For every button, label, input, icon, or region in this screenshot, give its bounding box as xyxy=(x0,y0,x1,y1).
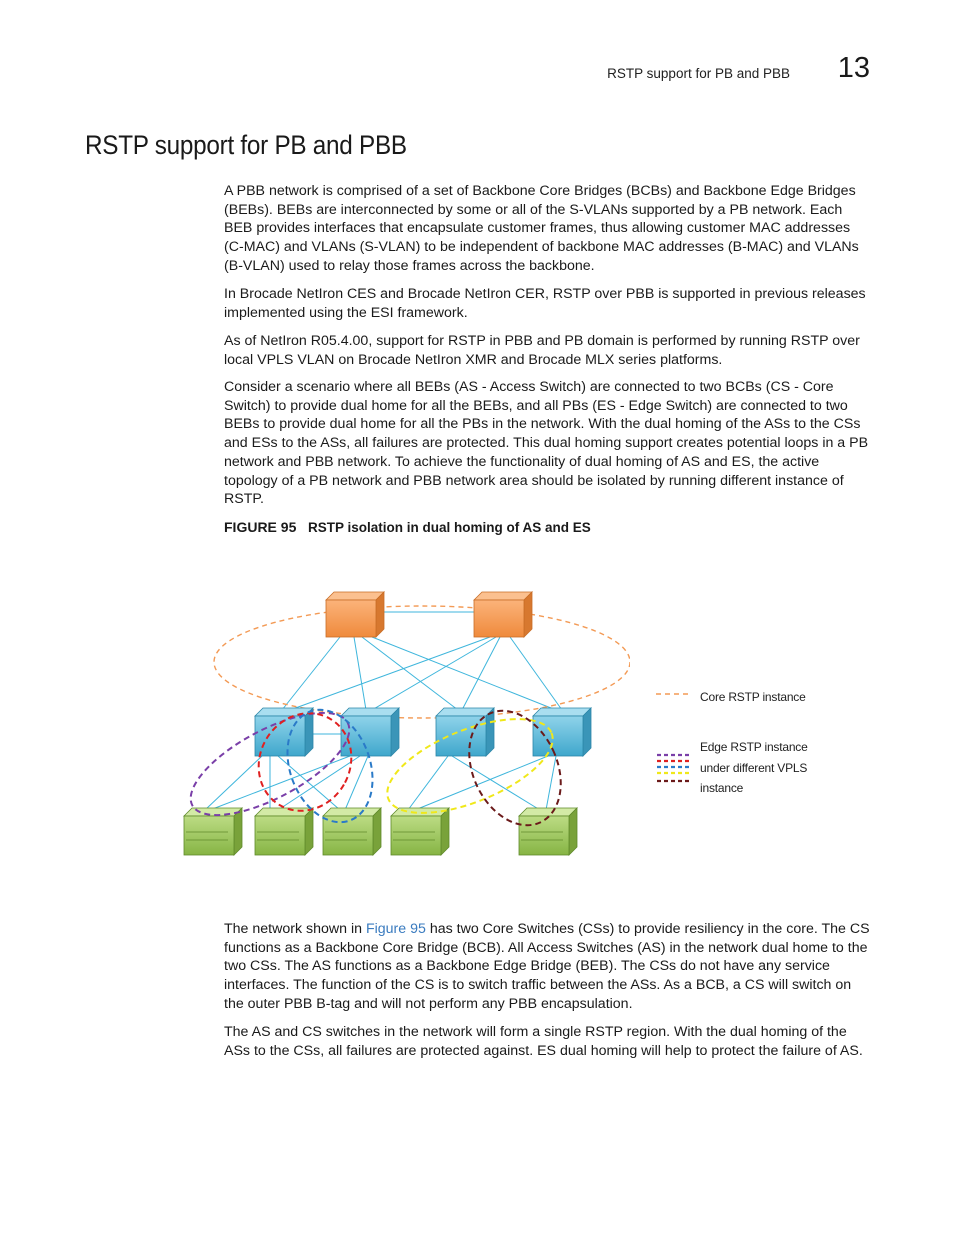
edge-switch-4 xyxy=(390,807,450,856)
legend-core-label: Core RSTP instance xyxy=(700,690,806,704)
edge-switch-2 xyxy=(254,807,314,856)
text-before-link: The network shown in xyxy=(224,921,366,937)
core-switch-1 xyxy=(325,591,385,638)
legend-edge-label-2: under different VPLS xyxy=(700,761,808,775)
legend-edge-label-1: Edge RSTP instance xyxy=(700,740,808,754)
paragraph-network-description: The network shown in Figure 95 has two C… xyxy=(224,920,870,1014)
running-header: RSTP support for PB and PBB xyxy=(607,66,790,81)
edge-switch-1 xyxy=(183,807,243,856)
paragraph-release: As of NetIron R05.4.00, support for RSTP… xyxy=(224,333,860,368)
edge-switch-3 xyxy=(322,807,382,856)
edge-ring-maroon xyxy=(468,709,562,827)
figure-95-link[interactable]: Figure 95 xyxy=(365,921,426,937)
paragraph-pbb-intro: A PBB network is comprised of a set of B… xyxy=(224,183,859,274)
section-title: RSTP support for PB and PBB xyxy=(85,130,407,160)
paragraph-rstp-region: The AS and CS switches in the network wi… xyxy=(224,1024,863,1059)
paragraph-ces-cer: In Brocade NetIron CES and Brocade NetIr… xyxy=(224,286,866,321)
edge-ring-red xyxy=(257,712,353,812)
figure-caption: FIGURE 95 RSTP isolation in dual homing o… xyxy=(224,519,591,535)
paragraph-scenario: Consider a scenario where all BEBs (AS -… xyxy=(224,379,869,508)
legend-core-swatch xyxy=(656,693,690,695)
access-switch-3 xyxy=(435,707,495,757)
text-after-link: has two Core Switches (CSs) to provide r… xyxy=(224,921,870,1012)
legend-edge-label-3: instance xyxy=(700,781,744,795)
core-switch-2 xyxy=(473,591,533,638)
figure-title: RSTP isolation in dual homing of AS and … xyxy=(308,520,591,535)
network-diagram xyxy=(183,591,630,856)
chapter-number: 13 xyxy=(837,52,870,84)
legend-edge-swatch xyxy=(657,753,689,783)
edge-switch-5 xyxy=(518,807,578,856)
edge-ring-blue xyxy=(286,708,374,824)
edge-ring-yellow xyxy=(386,718,554,814)
links xyxy=(204,611,563,811)
figure-label: FIGURE 95 xyxy=(224,519,297,535)
access-switch-2 xyxy=(340,707,400,757)
